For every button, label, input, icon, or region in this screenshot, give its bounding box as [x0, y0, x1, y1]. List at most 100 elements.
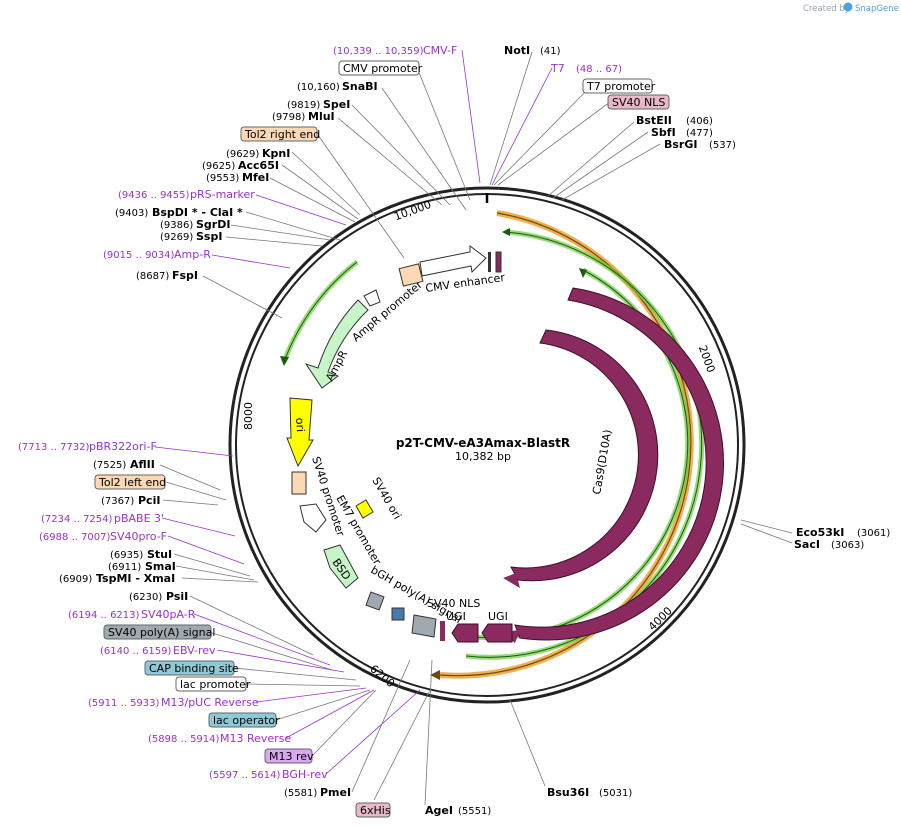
backbone-outer	[228, 186, 746, 704]
sspi-name: SspI	[196, 230, 222, 243]
pcii-name: PciI	[138, 494, 160, 507]
bsrgi-name: BsrGI	[664, 138, 697, 151]
tol2-right-end-text: Tol2 right end	[244, 128, 320, 141]
eco53ki-name: Eco53kI	[796, 526, 844, 539]
cas9d10a-arc	[510, 329, 659, 582]
ebv-num: (6140 .. 6159)	[100, 646, 172, 657]
pbabe-num: (7234 .. 7254)	[41, 514, 113, 525]
mfei-num: (9553)	[206, 173, 239, 184]
tick-2000: 2000	[696, 344, 718, 375]
cmv-enhancer-arrow	[419, 245, 487, 277]
bgh-name: BGH-rev	[282, 768, 328, 781]
6xhis-box[interactable]	[355, 802, 391, 818]
m13rev-num: (5898 .. 5914)	[148, 734, 220, 745]
acc65i-num: (9625)	[202, 161, 235, 172]
ampr-primer-num: (9015 .. 9034)	[103, 250, 175, 261]
cap-binding-text: CAP binding site	[149, 662, 239, 675]
sv40-ori-box	[355, 499, 374, 519]
sgrdi-name: SgrDI	[196, 218, 230, 231]
pbr-name: pBR322ori-F	[89, 440, 157, 453]
sv40-polya-block	[365, 591, 385, 611]
em7-promoter-arrow	[299, 503, 327, 533]
ugi-arrow-2	[451, 623, 479, 643]
cap-binding-box[interactable]	[144, 660, 235, 676]
fspi-num: (8687)	[136, 271, 169, 282]
ugi-arrow-1	[481, 623, 513, 643]
labels-left: (10,339 .. 10,359) CMV-F CMV promoter (1…	[18, 44, 491, 818]
leader-lines	[154, 49, 793, 806]
ampr-arrow	[304, 299, 369, 389]
spei-num: (9819)	[287, 100, 320, 111]
tspmi-name: TspMI - XmaI	[96, 572, 175, 585]
lac-operator-box[interactable]	[208, 712, 277, 728]
created-by-text: Created by	[803, 4, 850, 14]
bsu36i-num: (5031)	[599, 788, 632, 799]
prs-name: pRS-marker	[190, 188, 255, 201]
lac-promoter-box[interactable]	[175, 676, 247, 692]
sv40-nls-bottom	[440, 621, 445, 641]
t7-promoter-box[interactable]	[582, 78, 653, 94]
pcii-num: (7367)	[101, 496, 134, 507]
ugi-label-2: UGI	[446, 610, 466, 623]
cmv-promoter-box[interactable]	[338, 60, 420, 76]
bsteii-num: (406)	[686, 116, 713, 127]
bgh-polya-block	[411, 614, 437, 638]
smai-name: SmaI	[145, 560, 176, 573]
6xhis-text: 6xHis	[360, 804, 391, 817]
cas9-arc	[514, 287, 724, 641]
tspmi-num: (6909)	[59, 574, 92, 585]
labels-right: NotI (41) T7 (48 .. 67) T7 promoter SV40…	[504, 44, 890, 799]
brand-text: SnapGene	[855, 4, 899, 14]
tick-10000: 10,000	[392, 198, 433, 223]
lac-block	[391, 607, 405, 621]
mlui-num: (9798)	[272, 112, 305, 123]
plasmid-name: p2T-CMV-eA3Amax-BlastR	[396, 436, 570, 450]
orange-arc-core	[439, 212, 692, 677]
bsrgi-num: (537)	[709, 140, 736, 151]
fspi-name: FspI	[172, 269, 198, 282]
sv40-polya-box[interactable]	[103, 624, 212, 640]
tick-4000: 4000	[646, 604, 675, 633]
bspdi-num: (9403)	[115, 208, 148, 219]
stui-name: StuI	[147, 548, 172, 561]
t7-promoter-text: T7 promoter	[586, 80, 656, 93]
cmvf-name: CMV-F	[423, 44, 457, 57]
tol2-right-end-box[interactable]	[240, 126, 318, 142]
sv40-ori-label: SV40 ori	[369, 475, 403, 522]
ebv-name: EBV-rev	[173, 644, 216, 657]
pbabe-name: pBABE 3'	[114, 512, 164, 525]
pbr-num: (7713 .. 7732)	[18, 442, 90, 453]
psii-num: (6230)	[129, 592, 162, 603]
sv40-nls-box[interactable]	[607, 94, 670, 110]
ampr-promoter-box	[363, 289, 381, 307]
cmv-enhancer-label: CMV enhancer	[425, 271, 506, 295]
bsu36i-name: Bsu36I	[547, 786, 589, 799]
ampr-primer-name: Amp-R	[174, 248, 211, 261]
tol2-left-block	[291, 471, 307, 495]
sv40prof-num: (6988 .. 7007)	[39, 532, 111, 543]
cas9d10a-label: Cas9(D10A)	[590, 429, 614, 496]
m13-rev-box[interactable]	[264, 748, 313, 764]
snapgene-icon	[843, 2, 853, 12]
psii-name: PsiI	[166, 590, 188, 603]
acc65i-name: Acc65I	[238, 159, 279, 172]
t7-name: T7	[550, 62, 565, 75]
stui-num: (6935)	[110, 550, 143, 561]
snapgene-logo: Created by SnapGene	[803, 2, 899, 14]
sbfi-num: (477)	[686, 128, 713, 139]
ori-label: ori	[293, 417, 307, 432]
ori-arrow	[286, 397, 314, 468]
sbfi-name: SbfI	[651, 126, 676, 139]
noti-name: NotI	[504, 44, 530, 57]
kpni-name: KpnI	[262, 147, 290, 160]
sv40par-num: (6194 .. 6213)	[68, 610, 140, 621]
m13rev-name: M13 Reverse	[220, 732, 291, 745]
agei-name: AgeI	[425, 804, 453, 817]
sspi-num: (9269)	[160, 232, 193, 243]
cmvf-num: (10,339 .. 10,359)	[333, 46, 424, 57]
mlui-name: MluI	[308, 110, 335, 123]
tol2-left-end-box[interactable]	[94, 474, 166, 490]
tol2-right-block	[398, 263, 424, 287]
prs-num: (9436 .. 9455)	[118, 190, 190, 201]
